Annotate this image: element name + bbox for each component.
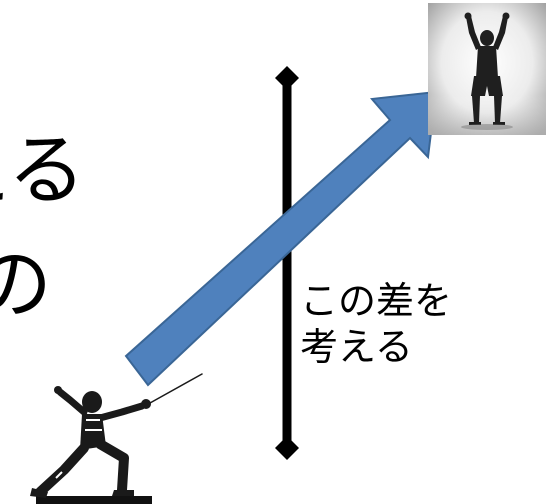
goal-figure-photo: [428, 3, 546, 135]
fencer-lunge-icon: [30, 373, 203, 504]
gap-measure-line: [275, 66, 299, 460]
cut-off-text-line-1: える: [0, 126, 86, 216]
bottom-diamond-marker: [275, 436, 299, 460]
annotation-line-1: この差を: [300, 279, 453, 323]
annotation-line-2: 考える: [300, 325, 413, 369]
gap-annotation: この差を 考える: [300, 278, 452, 370]
top-diamond-marker: [275, 66, 299, 90]
cut-off-text-line-2: の: [0, 240, 53, 330]
